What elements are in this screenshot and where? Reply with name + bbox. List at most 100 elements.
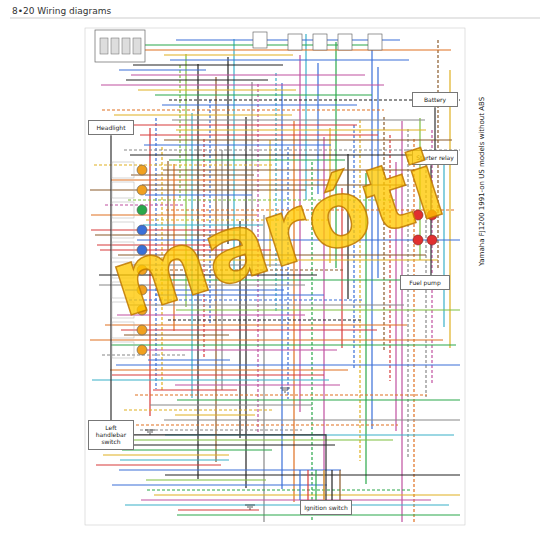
model-caption: Yamaha FJ1200 1991-on US models without … [478, 95, 486, 268]
wire [299, 470, 300, 500]
wire [164, 419, 460, 420]
wire [116, 364, 460, 365]
wire [164, 54, 293, 55]
wire [122, 449, 272, 450]
component-box: Left handlebar switch [88, 420, 134, 450]
component-box: Headlight [88, 120, 134, 135]
wire [331, 470, 332, 500]
wire [443, 161, 444, 327]
wire [121, 424, 398, 425]
wire [133, 64, 283, 65]
ground-symbol [280, 388, 290, 392]
wire [323, 470, 324, 500]
wire [148, 359, 230, 360]
wire [101, 84, 384, 85]
wire [168, 319, 363, 320]
component-symbol [338, 34, 352, 50]
wire [135, 394, 427, 395]
component-label: Fuel pump [404, 279, 446, 286]
wire [144, 144, 331, 145]
header-rule [10, 18, 540, 19]
wire [155, 94, 372, 95]
wire [131, 74, 365, 75]
component-box: Fuel pump [400, 275, 450, 290]
wire [102, 109, 384, 110]
wire [154, 494, 460, 495]
wire [141, 499, 431, 500]
wire [110, 369, 348, 370]
wire [147, 489, 410, 490]
fuse [111, 38, 119, 54]
lamp-frame [112, 162, 134, 178]
component-label: Left handlebar switch [92, 424, 130, 446]
wire [165, 474, 460, 475]
wire [449, 70, 450, 348]
component-symbol [253, 32, 267, 48]
lamp-frame [112, 202, 134, 218]
fuse [100, 38, 108, 54]
wire [153, 389, 237, 390]
fuse-box [95, 30, 145, 62]
wire [162, 104, 357, 105]
wire [307, 470, 308, 500]
wire [119, 69, 206, 70]
wire [112, 374, 324, 375]
wire [177, 399, 460, 400]
wire [114, 124, 357, 125]
wire [96, 464, 221, 465]
wire [169, 159, 345, 160]
bulb-symbol [137, 345, 147, 355]
wire [94, 164, 272, 165]
wire [112, 484, 327, 485]
wire [176, 129, 426, 130]
lamp-frame [112, 182, 134, 198]
bulb-symbol [137, 165, 147, 175]
wire [117, 49, 451, 50]
wire [92, 379, 329, 380]
wire [140, 134, 378, 135]
wire [170, 59, 409, 60]
fuse [133, 38, 141, 54]
ground-symbol [245, 505, 255, 509]
wire [106, 44, 370, 45]
wire [138, 89, 296, 90]
page-title: 8•20 Wiring diagrams [12, 6, 111, 16]
component-label: Battery [416, 96, 454, 103]
lamp-frame [112, 342, 134, 358]
wire [150, 404, 312, 405]
fuse [122, 38, 130, 54]
component-symbol [368, 34, 382, 50]
wire [245, 117, 246, 488]
wire [140, 429, 302, 430]
harness-wire [434, 107, 435, 150]
wire [339, 470, 340, 500]
wire [114, 114, 292, 115]
bulb-symbol [137, 205, 147, 215]
wire [178, 509, 259, 510]
wire [111, 344, 456, 345]
bulb-symbol [137, 185, 147, 195]
wire [126, 79, 268, 80]
wire [147, 349, 337, 350]
component-symbol [313, 34, 327, 50]
wire [146, 479, 266, 480]
wire [124, 409, 273, 410]
component-box: Ignition switch [300, 500, 352, 515]
wire [132, 444, 335, 445]
harness-wire [134, 435, 326, 500]
wire [103, 454, 229, 455]
component-symbol [288, 34, 302, 50]
component-label: Headlight [92, 124, 130, 131]
wire [120, 459, 229, 460]
wire [172, 119, 425, 120]
ground-symbol [145, 430, 155, 434]
diagram-frame [85, 28, 465, 525]
wire [105, 204, 185, 205]
wire [175, 384, 340, 385]
component-box: Battery [412, 92, 458, 107]
wire [315, 470, 316, 500]
wire [90, 339, 443, 340]
wire [121, 329, 377, 330]
wire [175, 414, 255, 415]
